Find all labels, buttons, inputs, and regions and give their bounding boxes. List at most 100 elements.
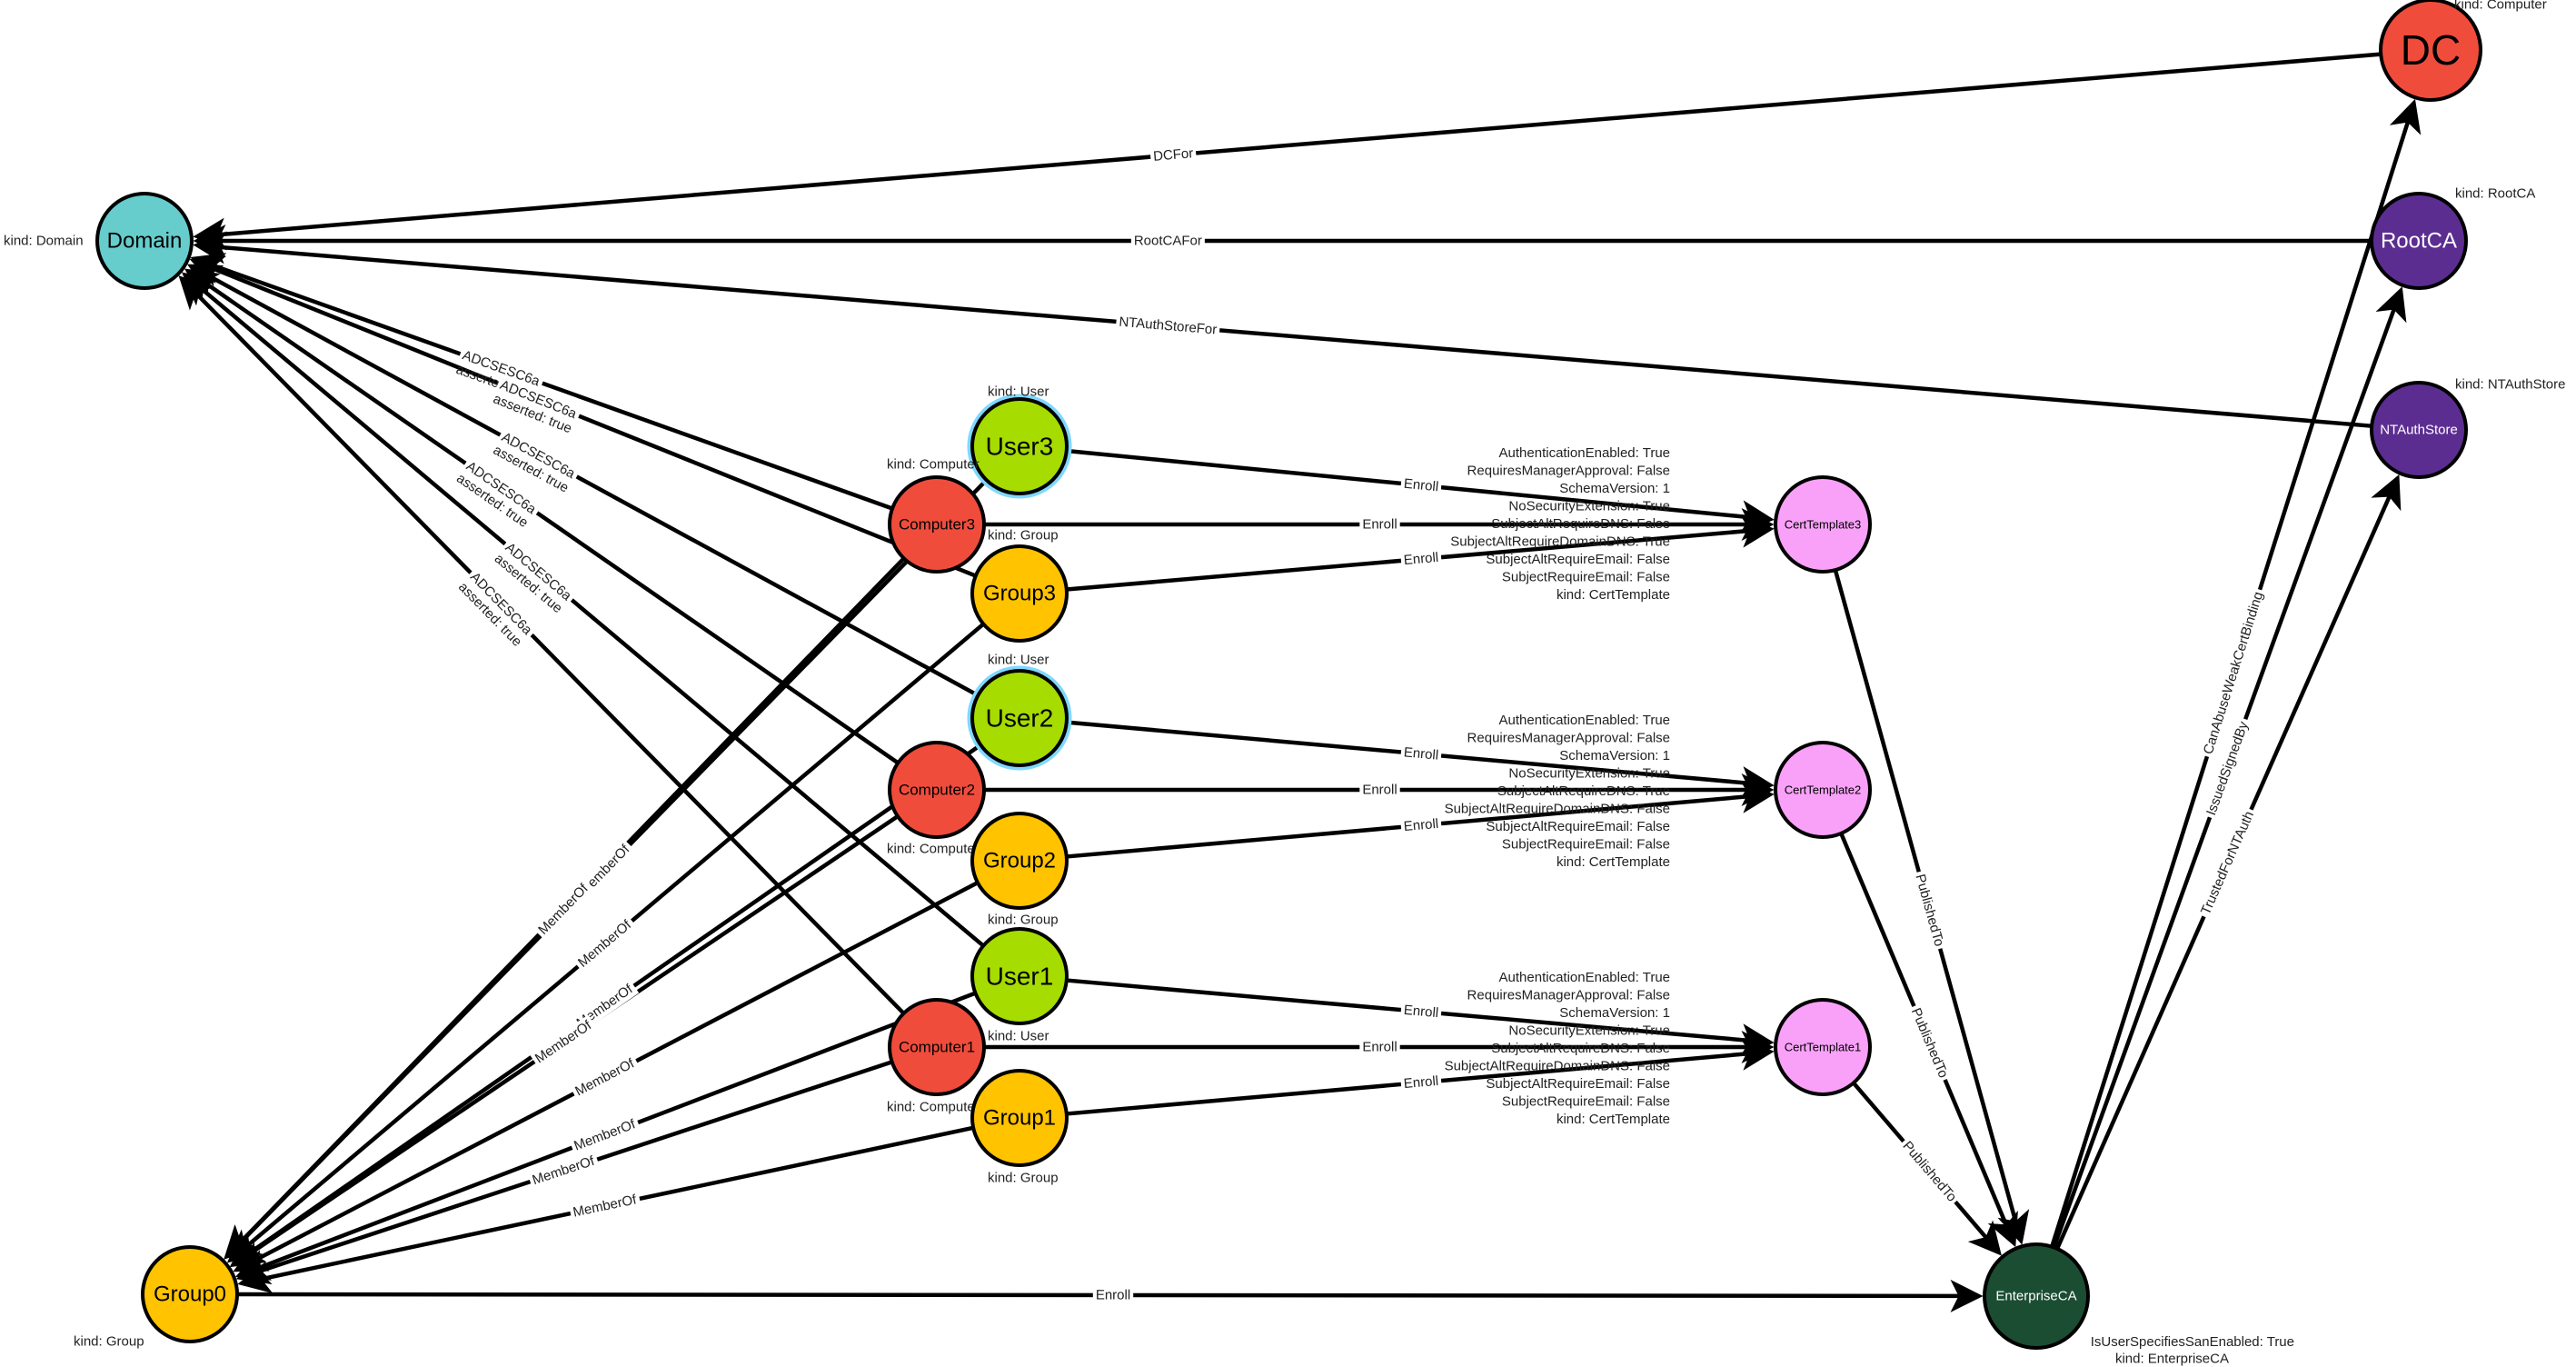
edge-label-group: Enroll [1359, 781, 1400, 799]
node-kind-label: kind: Computer [887, 842, 980, 857]
node-circle[interactable] [2379, 0, 2482, 102]
node-circle[interactable] [970, 397, 1069, 495]
edge-group3-adcsesc6a-domain[interactable] [189, 255, 977, 578]
properties-layer: AuthenticationEnabled: TrueRequiresManag… [1445, 445, 2294, 1350]
node-kind-label: kind: User [988, 653, 1049, 668]
edge-label: Enroll [1362, 517, 1397, 533]
edge-label-group: Enroll [1400, 743, 1442, 764]
edge-label-background [1400, 814, 1442, 836]
edge-user2-adcsesc6a-domain[interactable] [186, 264, 980, 698]
edge-label-group: Enroll [1400, 814, 1442, 836]
node-circle[interactable] [970, 927, 1069, 1025]
edge-ntauthstore-ntauthstorefor-domain[interactable] [193, 231, 2372, 428]
node-circle[interactable] [1774, 475, 1872, 574]
edge-label-background [1910, 869, 1949, 952]
node-computer2[interactable]: Computer2 kind: Computer [887, 741, 986, 857]
property-line: SchemaVersion: 1 [1559, 481, 1670, 496]
node-circle[interactable] [970, 812, 1069, 910]
property-line: IsUserSpecifiesSanEnabled: True [2091, 1334, 2294, 1350]
edge-label-background [2202, 716, 2254, 821]
edges-layer [178, 52, 2422, 1312]
edge-computer2-adcsesc6a-domain[interactable] [184, 268, 900, 765]
node-circle[interactable] [1983, 1242, 2090, 1350]
node-circle[interactable] [888, 741, 986, 839]
edge-label: MemberOf [572, 1055, 637, 1099]
edge-label-background [494, 374, 582, 424]
edge-label-group: NTAuthStoreFor [1115, 313, 1220, 339]
node-circle[interactable] [970, 1069, 1069, 1167]
node-circle[interactable] [888, 998, 986, 1096]
node-circle[interactable] [2370, 381, 2468, 479]
node-circle[interactable] [2370, 192, 2468, 290]
node-user2[interactable]: User2 kind: User [967, 653, 1072, 771]
property-line: NoSecurityExtension: True [1508, 499, 1670, 514]
edge-label-group: Enroll [1092, 1286, 1134, 1304]
edge-computer1-adcsesc6a-domain[interactable] [178, 275, 906, 1015]
node-certtemplate2[interactable]: CertTemplate2 [1774, 741, 1872, 839]
node-circle[interactable] [95, 192, 194, 290]
property-line: kind: CertTemplate [1557, 1112, 1670, 1127]
edge-user1-adcsesc6a-domain[interactable] [181, 272, 985, 948]
edge-computer3-adcsesc6a-domain[interactable] [190, 253, 893, 511]
edge-label: Enroll [1403, 744, 1439, 763]
node-kind-label: kind: Computer [887, 1100, 980, 1115]
node-label: User2 [986, 704, 1054, 733]
node-circle[interactable] [970, 544, 1069, 643]
node-certtemplate3[interactable]: CertTemplate3 [1774, 475, 1872, 574]
edge-label-group: Enroll [1400, 1072, 1442, 1093]
edge-label-group: RootCAFor [1130, 232, 1205, 250]
node-label: Group3 [983, 582, 1056, 606]
property-line: SubjectAltRequireDNS: False [1491, 1041, 1670, 1056]
node-user3[interactable]: User3 kind: User [967, 384, 1072, 499]
edge-label-background [1115, 313, 1220, 339]
edge-label-background [527, 1151, 601, 1191]
edge-label-background [496, 427, 582, 484]
node-kind-label: kind: User [988, 384, 1049, 400]
node-kind-label: kind: Group [74, 1334, 144, 1350]
property-line: SubjectAltRequireEmail: False [1486, 552, 1670, 567]
edge-label-background [1359, 781, 1400, 799]
edge-label-background [572, 913, 638, 973]
node-circle[interactable] [1774, 998, 1872, 1096]
node-circle[interactable] [141, 1245, 239, 1343]
edge-label: PublishedTo [1899, 1138, 1959, 1204]
edge-label-background [1905, 1003, 1954, 1083]
edge-label-background [532, 877, 595, 941]
property-line: SubjectAltRequireDNS: False [1491, 516, 1670, 532]
edge-dc-dcfor-domain[interactable] [193, 52, 2382, 251]
node-label: RootCA [2381, 229, 2457, 254]
property-line: AuthenticationEnabled: True [1499, 445, 1670, 461]
node-circle[interactable] [970, 669, 1069, 767]
node-certtemplate1[interactable]: CertTemplate1 [1774, 998, 1872, 1096]
node-circle[interactable] [1774, 741, 1872, 839]
edge-label: MemberOf [532, 1017, 595, 1066]
enterpriseca-properties: IsUserSpecifiesSanEnabled: True [2091, 1334, 2294, 1350]
property-line: SubjectAltRequireEmail: False [1486, 819, 1670, 834]
edge-label-group: Enroll [1400, 1001, 1442, 1023]
property-line: AuthenticationEnabled: True [1499, 713, 1670, 728]
node-label: User3 [986, 433, 1054, 461]
edge-label: MemberOf [535, 881, 592, 938]
node-circle[interactable] [888, 475, 986, 574]
edge-label-group: PublishedTo [1905, 1003, 1954, 1083]
node-label: Computer2 [899, 782, 975, 799]
edge-labels-layer: DCForRootCAForNTAuthStoreForADCSESC6aass… [453, 144, 2269, 1304]
property-line: SubjectAltRequireDomainDNS: True [1450, 534, 1670, 550]
edge-label-group: Enroll [1400, 548, 1442, 570]
node-highlight-ring [967, 665, 1072, 771]
property-line: RequiresManagerApproval: False [1467, 731, 1670, 746]
edge-label: Enroll [1096, 1287, 1130, 1302]
property-line: AuthenticationEnabled: True [1499, 970, 1670, 985]
